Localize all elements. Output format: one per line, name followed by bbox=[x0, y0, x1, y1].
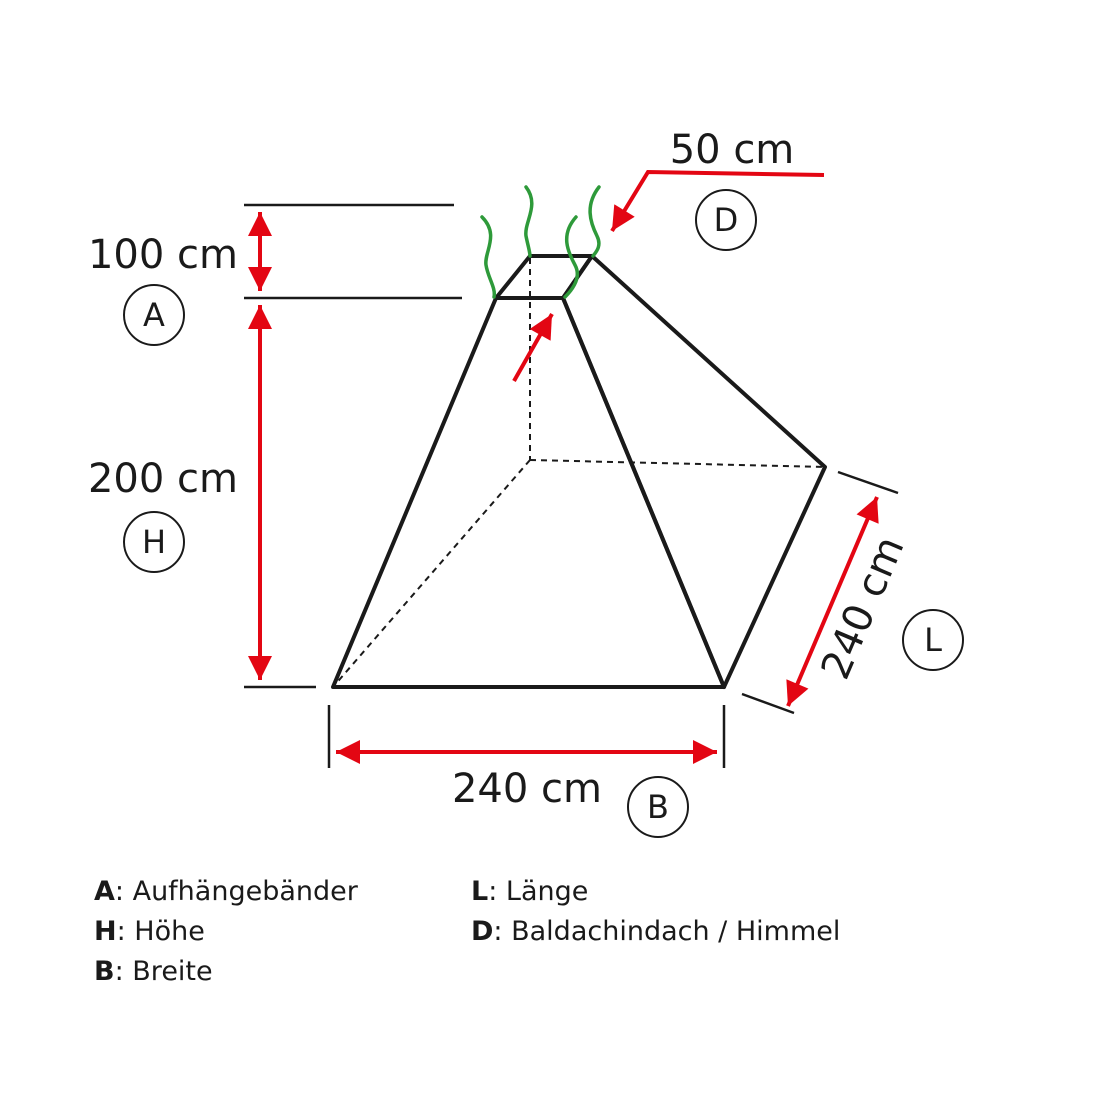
strap-3 bbox=[563, 215, 580, 299]
label-width: 240 cm bbox=[452, 766, 602, 812]
legend-right: L: Länge D: Baldachindach / Himmel bbox=[471, 872, 840, 952]
arrow-length bbox=[786, 496, 879, 707]
hidden-edge-back bbox=[529, 459, 826, 468]
marker-H: H bbox=[123, 511, 185, 573]
strap-4 bbox=[588, 185, 601, 258]
legend-text: Baldachindach / Himmel bbox=[502, 916, 841, 947]
strap-2 bbox=[524, 185, 534, 258]
ext-line-length-top bbox=[837, 470, 899, 495]
arrow-inner-pointer bbox=[512, 313, 554, 382]
legend-sep: : bbox=[493, 916, 503, 947]
legend-sep: : bbox=[116, 916, 126, 947]
legend-sep: : bbox=[114, 876, 125, 907]
label-suspension-straps: 100 cm bbox=[88, 232, 238, 278]
marker-H-circle bbox=[123, 511, 185, 573]
marker-L-letter: L bbox=[924, 621, 942, 659]
label-height: 200 cm bbox=[88, 456, 238, 502]
dimension-arrows bbox=[248, 169, 879, 764]
marker-B-letter: B bbox=[647, 788, 669, 826]
legend-key: L bbox=[471, 876, 489, 907]
extension-lines bbox=[244, 203, 899, 768]
arrow-canopy-top bbox=[610, 169, 825, 233]
marker-H-letter: H bbox=[142, 523, 166, 561]
legend-text: Breite bbox=[123, 956, 213, 987]
marker-L-circle bbox=[902, 609, 964, 671]
legend-item-L: L: Länge bbox=[471, 872, 840, 912]
legend-text: Länge bbox=[497, 876, 589, 907]
marker-A: A bbox=[123, 284, 185, 346]
hidden-edge-diagonal bbox=[332, 459, 531, 688]
legend-key: B bbox=[94, 956, 115, 987]
legend-key: D bbox=[471, 916, 494, 947]
legend-sep: : bbox=[488, 876, 498, 907]
canopy-outline bbox=[331, 254, 827, 689]
legend-text: Höhe bbox=[125, 916, 205, 947]
legend-key: A bbox=[94, 876, 115, 907]
marker-A-circle bbox=[123, 284, 185, 346]
legend-left: A: Aufhängebänder H: Höhe B: Breite bbox=[94, 872, 358, 992]
legend-text: Aufhängebänder bbox=[124, 876, 358, 907]
legend-item-A: A: Aufhängebänder bbox=[94, 872, 358, 912]
marker-D: D bbox=[695, 189, 757, 251]
marker-D-circle bbox=[695, 189, 757, 251]
marker-B: B bbox=[627, 776, 689, 838]
label-canopy-top: 50 cm bbox=[670, 127, 795, 173]
legend-key: H bbox=[94, 916, 117, 947]
canopy-right-face bbox=[561, 254, 827, 689]
marker-D-letter: D bbox=[714, 201, 739, 239]
hidden-edges bbox=[332, 258, 826, 688]
legend-item-H: H: Höhe bbox=[94, 912, 358, 952]
legend-sep: : bbox=[114, 956, 124, 987]
suspension-straps bbox=[480, 185, 601, 299]
marker-L: L bbox=[902, 609, 964, 671]
marker-A-letter: A bbox=[143, 296, 165, 334]
marker-B-circle bbox=[627, 776, 689, 838]
legend-item-B: B: Breite bbox=[94, 952, 358, 992]
legend-item-D: D: Baldachindach / Himmel bbox=[471, 912, 840, 952]
strap-1 bbox=[480, 215, 497, 299]
ext-line-length-bottom bbox=[741, 692, 795, 715]
